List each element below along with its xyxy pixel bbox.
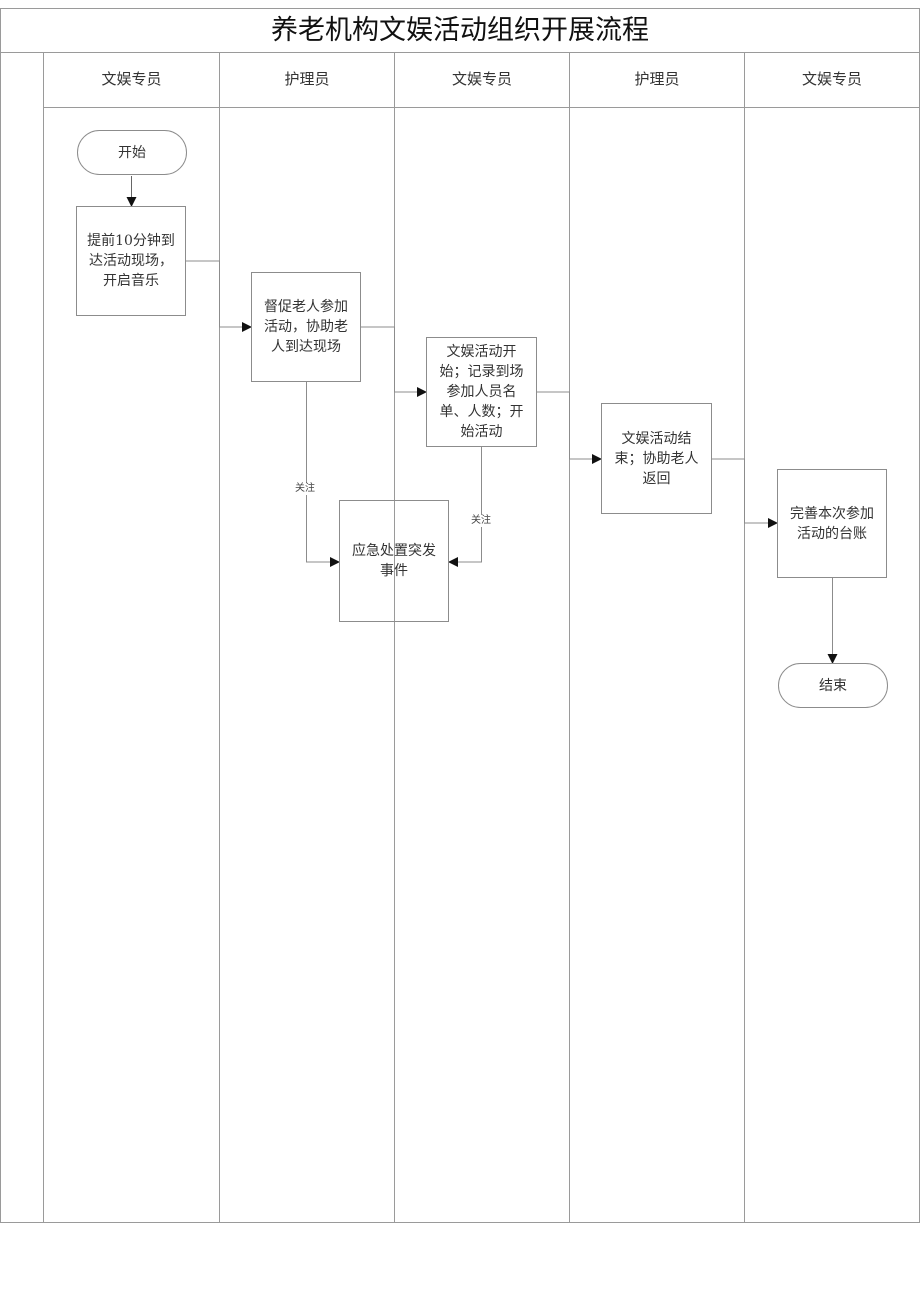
process-urge-elderly: 督促老人参加 活动，协助老 人到达现场 [251,272,361,382]
frame-title-divider [0,52,920,53]
edge-label-attention-right: 关注 [471,515,491,527]
process-activity-end-label: 文娱活动结 束；协助老人 返回 [614,430,699,487]
lane-header-entertainment-staff-3: 文娱专员 [801,70,862,88]
frame-top-border [0,8,920,9]
process-urge-elderly-label: 督促老人参加 活动，协助老 人到达现场 [264,299,348,355]
frame-bottom-border [0,1222,920,1223]
end-terminator: 结束 [778,663,888,708]
start-label: 开始 [118,144,146,161]
frame-header-divider [43,107,920,108]
process-activity-end: 文娱活动结 束；协助老人 返回 [601,403,712,514]
process-activity-start: 文娱活动开 始；记录到场 参加人员名 单、人数；开 始活动 [426,337,537,447]
lane-header-entertainment-staff-2: 文娱专员 [451,70,512,88]
lane-divider-0 [43,52,44,1223]
lane-divider-1 [219,52,220,1223]
start-terminator: 开始 [77,130,187,175]
process-emergency-handling: 应急处置突发 事件 [339,500,449,622]
lane-divider-2 [394,52,395,1223]
process-arrive-early-label: 提前10分钟到 达活动现场， 开启音乐 [87,233,175,289]
diagram-title: 养老机构文娱活动组织开展流程 [271,15,649,46]
process-arrive-early: 提前10分钟到 达活动现场， 开启音乐 [76,206,186,316]
lane-header-entertainment-staff-1: 文娱专员 [101,70,162,88]
lane-divider-4 [744,52,745,1223]
end-label: 结束 [819,677,847,694]
edge-label-attention-left: 关注 [295,483,315,495]
lane-header-caregiver-2: 护理员 [634,70,680,88]
process-activity-start-label: 文娱活动开 始；记录到场 参加人员名 单、人数；开 始活动 [439,344,524,440]
process-emergency-handling-label: 应急处置突发 事件 [352,543,436,579]
process-update-ledger-label: 完善本次参加 活动的台账 [790,505,874,542]
lane-header-caregiver-1: 护理员 [284,70,330,88]
frame-left-border [0,8,1,1223]
lane-divider-3 [569,52,570,1223]
process-update-ledger: 完善本次参加 活动的台账 [777,469,887,578]
